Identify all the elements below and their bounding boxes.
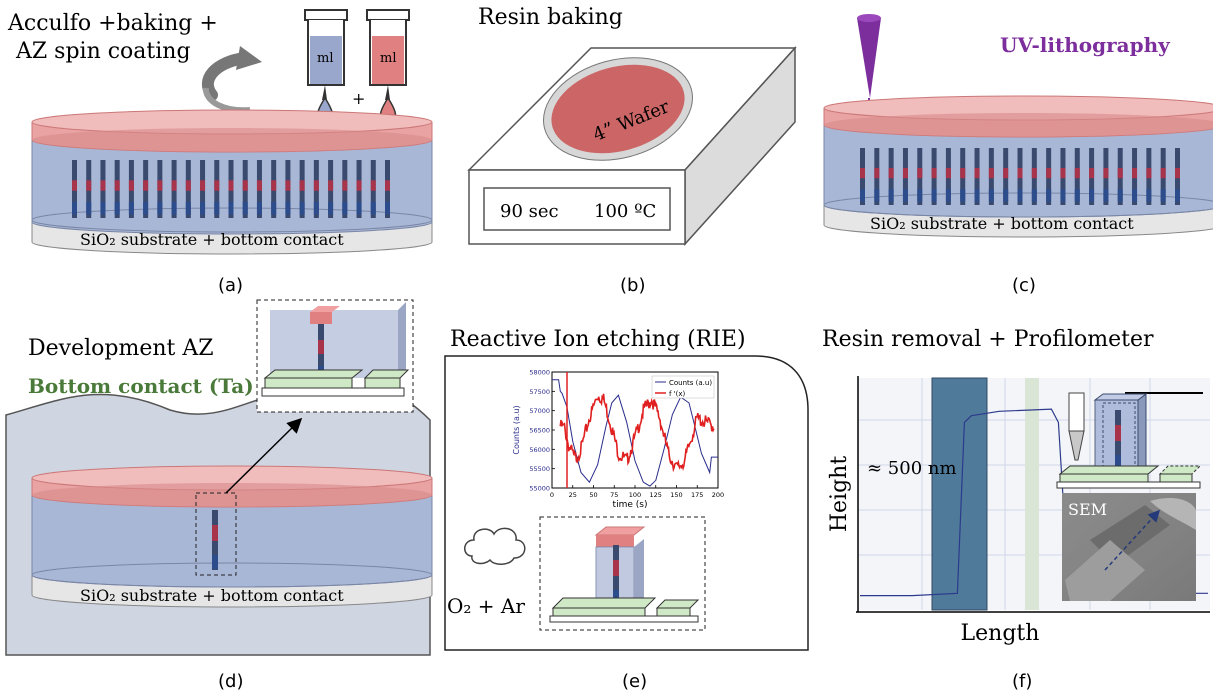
syringe-red-icon	[366, 9, 410, 123]
bake-time: 90 sec	[500, 201, 559, 222]
wafer-stack-d	[31, 465, 433, 608]
profile-x-axis-label: Length	[961, 621, 1040, 646]
panel-d-subtitle: Bottom contact (Ta)	[28, 374, 254, 398]
panel-b-title: Resin baking	[478, 5, 623, 30]
x-tick-label: 150	[670, 491, 682, 499]
panel-f-caption: (f)	[1012, 671, 1032, 692]
wafer-stack-a	[31, 109, 433, 255]
panel-d-title: Development AZ	[28, 336, 214, 361]
gas-label: O₂ + Ar	[447, 594, 525, 618]
panel-f-title: Resin removal + Profilometer	[822, 327, 1154, 352]
zoom-inset-e	[539, 516, 706, 631]
sem-label: SEM	[1068, 500, 1107, 519]
panel-a-substrate-label: SiO₂ substrate + bottom contact	[80, 230, 344, 249]
sem-inset: SEM	[1062, 493, 1196, 601]
panel-e: Reactive Ion etching (RIE) 55000 55500 560…	[444, 327, 809, 692]
spin-arrow-icon	[201, 46, 262, 114]
step-highlight	[931, 377, 988, 611]
panel-f: Resin removal + Profilometer ≈ 500 nm	[822, 327, 1210, 692]
series-line-counts	[552, 379, 718, 487]
panel-a-title-line2: AZ spin coating	[15, 39, 191, 64]
panel-a-title-line1: Acculfo +baking +	[7, 11, 218, 36]
x-tick-label: 50	[589, 491, 597, 499]
profile-y-axis-label: Height	[827, 456, 852, 532]
rie-chart: 55000 55500 56000 56500 57000 57500 58000 0 25 5…	[512, 369, 724, 511]
panel-b-caption: (b)	[620, 275, 645, 296]
panel-d-caption: (d)	[218, 671, 243, 692]
x-tick-label: 75	[610, 491, 618, 499]
panel-d: Development AZ Bottom contact (Ta) SiO₂ …	[5, 299, 433, 692]
profile-chart: ≈ 500 nm	[827, 376, 1210, 646]
x-tick-label: 175	[691, 491, 703, 499]
legend-counts: Counts (a.u)	[669, 379, 712, 387]
step-height-annotation: ≈ 500 nm	[867, 458, 957, 479]
x-tick-label: 125	[650, 491, 662, 499]
legend-derivative: f '(x)	[669, 390, 685, 398]
y-tick-label: 56000	[529, 446, 550, 454]
y-tick-label: 57500	[529, 388, 550, 396]
rie-legend: Counts (a.u) f '(x)	[651, 375, 715, 399]
y-tick-label: 58000	[529, 369, 550, 377]
plus-sign: +	[352, 89, 365, 108]
y-tick-label: 56500	[529, 427, 550, 435]
rie-x-axis-label: time (s)	[613, 500, 648, 510]
syringe-1-label: ml	[317, 51, 334, 66]
series-line-derivative	[559, 393, 715, 473]
y-tick-label: 57000	[529, 407, 550, 415]
panel-e-title: Reactive Ion etching (RIE)	[450, 327, 746, 352]
syringe-blue-icon	[304, 9, 348, 123]
pillar-device-f	[1056, 393, 1202, 489]
hotplate	[467, 46, 797, 246]
panel-d-substrate-label: SiO₂ substrate + bottom contact	[80, 586, 344, 605]
panel-b: Resin baking 4” Wafer 90 sec 100 ºC (b)	[467, 5, 797, 296]
y-tick-label: 55500	[529, 465, 550, 473]
pillar-array-c	[860, 148, 1180, 205]
wafer-stack-c	[823, 95, 1213, 238]
panel-a-caption: (a)	[218, 275, 243, 296]
panel-c: UV-lithography SiO₂ substrate + bottom c…	[823, 14, 1213, 296]
x-tick-label: 100	[629, 491, 641, 499]
panel-c-title: UV-lithography	[1000, 33, 1171, 57]
profilometer-tip-icon	[1068, 392, 1085, 461]
panel-a: Acculfo +baking + AZ spin coating ml + m…	[7, 9, 433, 296]
y-tick-label: 55000	[529, 485, 550, 493]
panel-e-caption: (e)	[622, 671, 647, 692]
x-tick-label: 25	[569, 491, 577, 499]
pillar-array-a	[72, 160, 390, 218]
zoom-arrow	[225, 417, 303, 494]
uv-cone-icon	[857, 14, 881, 111]
syringe-2-label: ml	[380, 51, 397, 66]
panel-c-substrate-label: SiO₂ substrate + bottom contact	[870, 214, 1134, 233]
zoom-inset-d	[256, 299, 414, 413]
cloud-icon	[464, 527, 526, 565]
panel-c-caption: (c)	[1012, 275, 1036, 296]
rie-y-axis-label: Counts (a.u)	[512, 405, 521, 454]
x-tick-label: 0	[550, 491, 554, 499]
bake-temperature: 100 ºC	[594, 201, 656, 222]
x-tick-label: 200	[712, 491, 724, 499]
